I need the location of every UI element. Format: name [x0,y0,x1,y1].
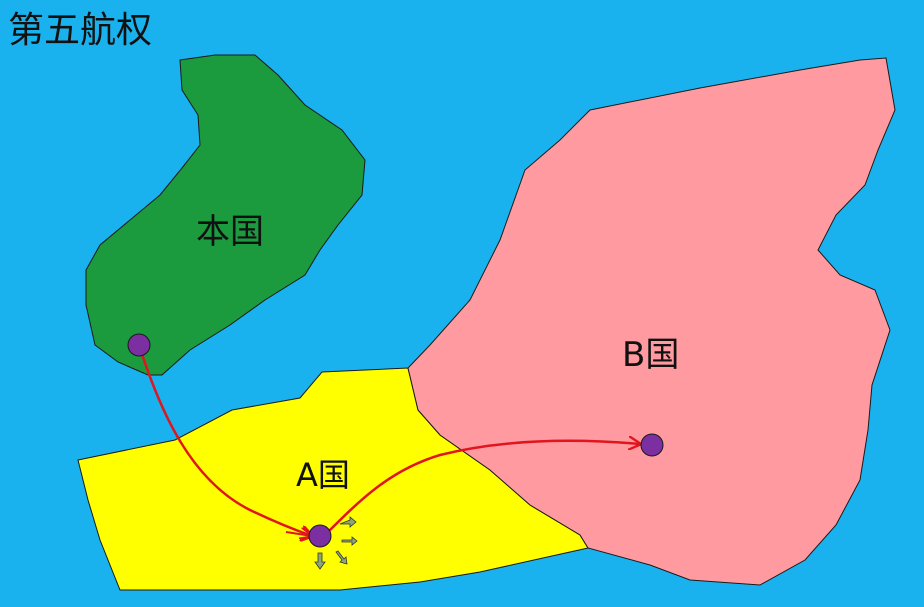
country-home-label: 本国 [196,212,264,252]
cargo-arrow-icon [339,516,357,528]
cargo-arrows [314,516,358,570]
country-b-label: B国 [622,335,679,375]
cargo-arrow-icon [341,536,358,546]
country-home-region [85,54,366,376]
route-arrival-line [285,532,312,536]
country-a-label: A国 [296,456,350,494]
route-home-to-a [138,347,312,536]
cargo-arrow-icon [314,552,326,570]
b-airport-icon [640,433,664,457]
home-airport-icon [127,333,151,357]
cargo-arrow-icon [335,550,348,565]
country-b-region [407,57,896,586]
page-title: 第五航权 [8,10,152,51]
a-airport-icon [308,524,332,548]
route-a-to-b [325,441,640,535]
